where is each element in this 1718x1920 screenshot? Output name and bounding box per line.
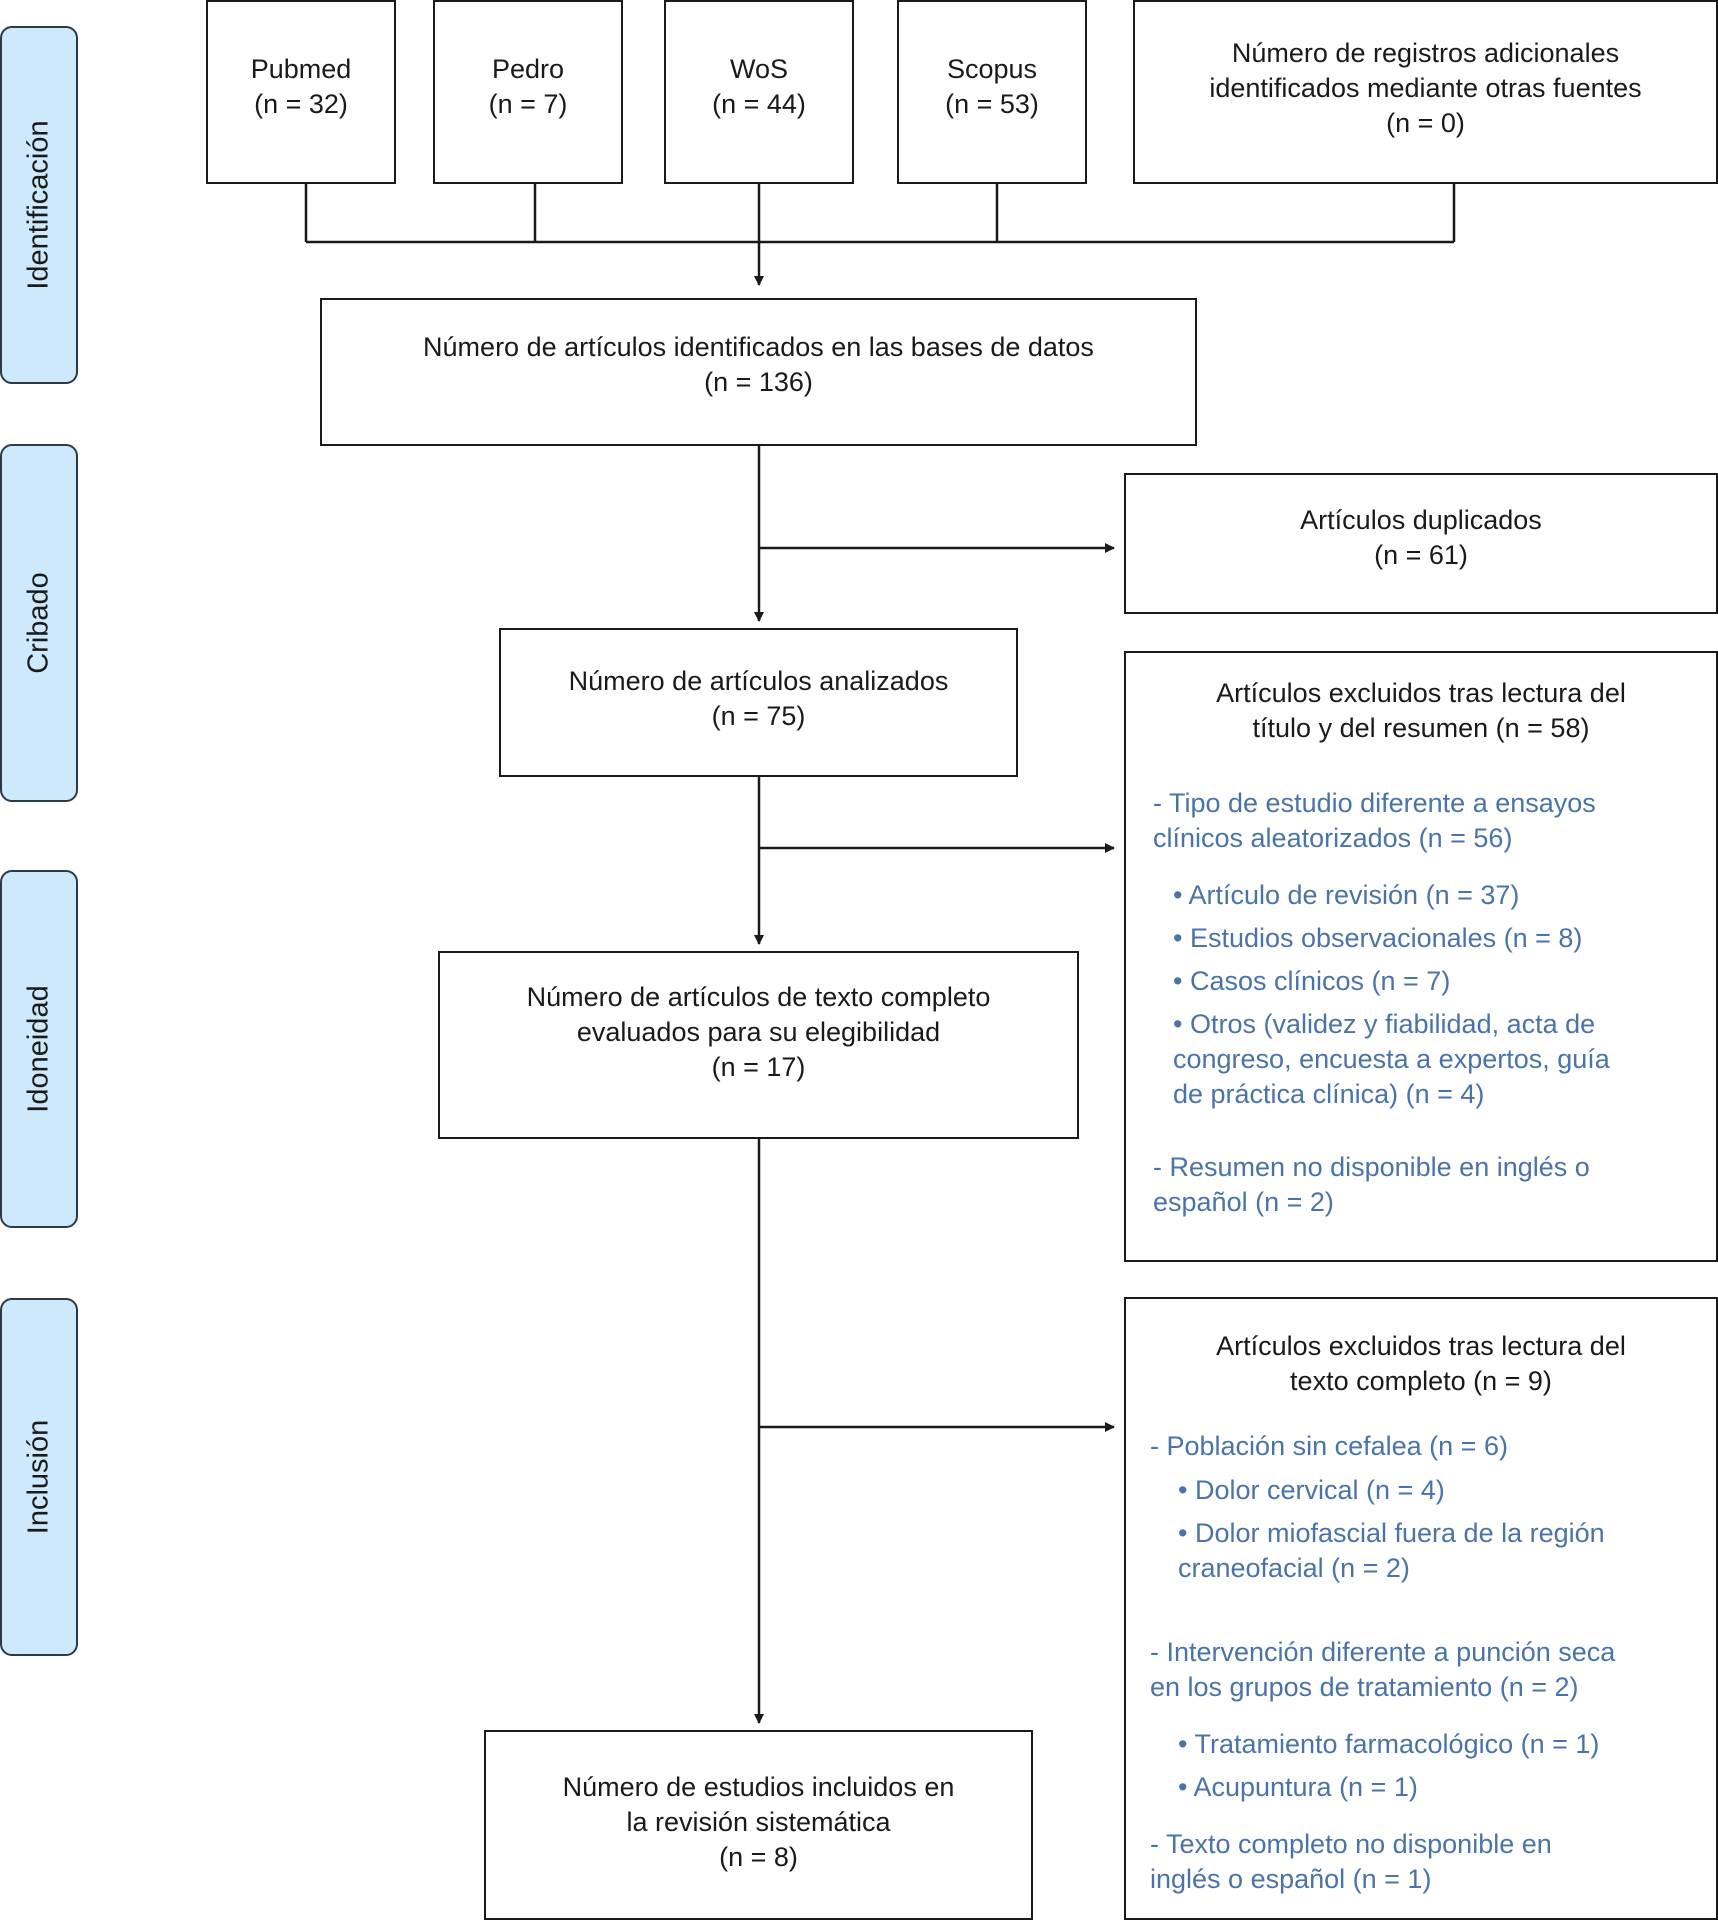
phase-idoneidad: Idoneidad <box>0 870 78 1228</box>
reason-line: clínicos aleatorizados (n = 56) <box>1153 823 1513 853</box>
reason-fulltext-unavailable: - Texto completo no disponible en inglés… <box>1150 1827 1552 1897</box>
source-box-pubmed: Pubmed (n = 32) <box>206 0 396 184</box>
fulltext-box: Número de artículos de texto completo ev… <box>438 951 1079 1139</box>
reason-line: - Población sin cefalea (n = 6) <box>1150 1431 1508 1461</box>
excluded-fulltext-line1: Artículos excluidos tras lectura del <box>1216 1331 1626 1361</box>
additional-line1: Número de registros adicionales <box>1231 38 1620 68</box>
identified-label: Número de artículos identificados en las… <box>423 332 1094 362</box>
reason-intervention: - Intervención diferente a punción seca … <box>1150 1635 1615 1705</box>
excluded-fulltext-header: Artículos excluidos tras lectura del tex… <box>1126 1329 1716 1399</box>
source-name: WoS <box>729 54 789 84</box>
reason-line: - Texto completo no disponible en <box>1150 1829 1552 1859</box>
reason-line: inglés o español (n = 1) <box>1150 1864 1432 1894</box>
source-box-scopus: Scopus (n = 53) <box>897 0 1087 184</box>
included-box: Número de estudios incluidos en la revis… <box>484 1730 1033 1920</box>
excluded-title-line1: Artículos excluidos tras lectura del <box>1216 678 1626 708</box>
analyzed-label: Número de artículos analizados <box>568 666 949 696</box>
reason-no-headache: - Población sin cefalea (n = 6) <box>1150 1429 1508 1464</box>
reason-study-type: - Tipo de estudio diferente a ensayos cl… <box>1153 786 1596 856</box>
additional-sources-box: Número de registros adicionales identifi… <box>1133 0 1718 184</box>
source-count: (n = 32) <box>254 89 348 119</box>
reason-line: - Tipo de estudio diferente a ensayos <box>1153 788 1596 818</box>
bullet-item: congreso, encuesta a expertos, guía <box>1173 1044 1610 1074</box>
additional-count: (n = 0) <box>1386 108 1465 138</box>
bullet-item: • Dolor cervical (n = 4) <box>1178 1475 1445 1505</box>
excluded-fulltext-box: Artículos excluidos tras lectura del tex… <box>1124 1297 1718 1920</box>
source-name: Pubmed <box>250 54 352 84</box>
phase-inclusion: Inclusión <box>0 1298 78 1656</box>
reason-bullets: • Artículo de revisión (n = 37) • Estudi… <box>1173 878 1610 1112</box>
identified-count: (n = 136) <box>704 367 813 397</box>
bullet-item: • Casos clínicos (n = 7) <box>1173 966 1451 996</box>
reason-line: - Resumen no disponible en inglés o <box>1153 1152 1590 1182</box>
source-box-pedro: Pedro (n = 7) <box>433 0 623 184</box>
phase-identificacion: Identificación <box>0 26 78 384</box>
duplicates-label: Artículos duplicados <box>1300 505 1542 535</box>
phase-cribado: Cribado <box>0 444 78 802</box>
duplicates-box: Artículos duplicados (n = 61) <box>1124 473 1718 614</box>
fulltext-line1: Número de artículos de texto completo <box>526 982 991 1012</box>
fulltext-line2: evaluados para su elegibilidad <box>576 1017 941 1047</box>
bullet-item: • Artículo de revisión (n = 37) <box>1173 880 1520 910</box>
bullet-item: • Estudios observacionales (n = 8) <box>1173 923 1583 953</box>
reason-line: en los grupos de tratamiento (n = 2) <box>1150 1672 1579 1702</box>
reason-no-headache-bullets: • Dolor cervical (n = 4) • Dolor miofasc… <box>1178 1473 1605 1586</box>
additional-line2: identificados mediante otras fuentes <box>1209 73 1642 103</box>
bullet-item: • Dolor miofascial fuera de la región <box>1178 1518 1605 1548</box>
fulltext-count: (n = 17) <box>711 1052 806 1082</box>
excluded-title-abstract-box: Artículos excluidos tras lectura del tít… <box>1124 651 1718 1262</box>
included-line2: la revisión sistemática <box>626 1807 891 1837</box>
excluded-fulltext-line2: texto completo (n = 9) <box>1290 1366 1552 1396</box>
source-box-wos: WoS (n = 44) <box>664 0 854 184</box>
bullet-item: craneofacial (n = 2) <box>1178 1553 1410 1583</box>
excluded-title-header: Artículos excluidos tras lectura del tít… <box>1126 676 1716 746</box>
source-count: (n = 44) <box>712 89 806 119</box>
bullet-item: • Acupuntura (n = 1) <box>1178 1772 1418 1802</box>
source-count: (n = 53) <box>945 89 1039 119</box>
reason-line: - Intervención diferente a punción seca <box>1150 1637 1616 1667</box>
bullet-item: de práctica clínica) (n = 4) <box>1173 1079 1485 1109</box>
source-name: Pedro <box>491 54 565 84</box>
duplicates-count: (n = 61) <box>1374 540 1468 570</box>
excluded-title-line2: título y del resumen (n = 58) <box>1252 713 1590 743</box>
bullet-item: • Otros (validez y fiabilidad, acta de <box>1173 1009 1596 1039</box>
analyzed-box: Número de artículos analizados (n = 75) <box>499 628 1018 777</box>
analyzed-count: (n = 75) <box>711 701 806 731</box>
included-count: (n = 8) <box>719 1842 798 1872</box>
reason-line: español (n = 2) <box>1153 1187 1334 1217</box>
identified-box: Número de artículos identificados en las… <box>320 298 1197 446</box>
source-name: Scopus <box>946 54 1038 84</box>
reason-language: - Resumen no disponible en inglés o espa… <box>1153 1150 1590 1220</box>
bullet-item: • Tratamiento farmacológico (n = 1) <box>1178 1729 1600 1759</box>
included-line1: Número de estudios incluidos en <box>562 1772 955 1802</box>
reason-intervention-bullets: • Tratamiento farmacológico (n = 1) • Ac… <box>1178 1727 1599 1805</box>
source-count: (n = 7) <box>488 89 568 119</box>
